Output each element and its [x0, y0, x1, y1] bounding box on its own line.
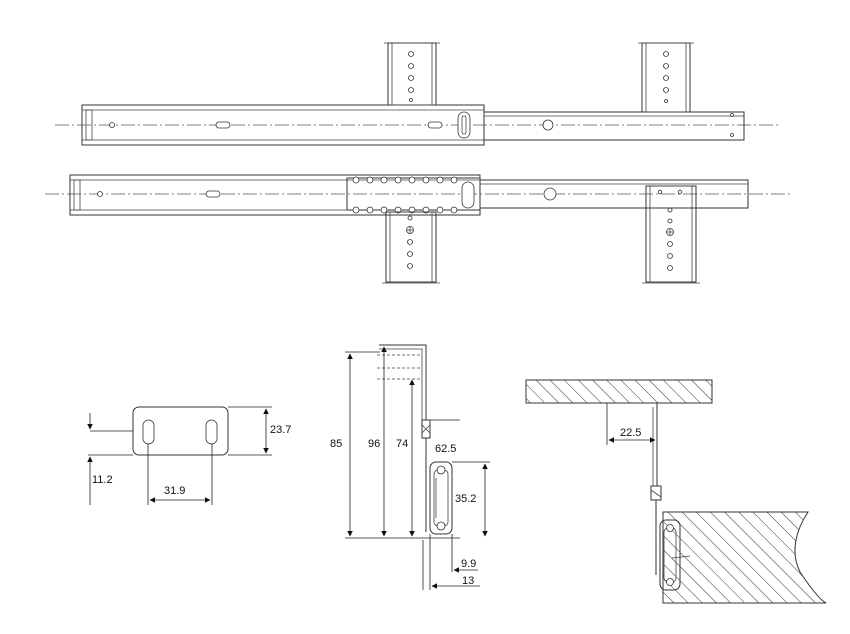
dim-bracket-offset: 11.2 — [92, 474, 113, 486]
bracket-bottom-left — [382, 211, 440, 284]
bracket-detail: 23.7 11.2 31.9 — [87, 406, 291, 505]
top-panel — [525, 379, 713, 404]
bracket-bottom-right — [642, 185, 700, 284]
bracket-top-left — [384, 42, 440, 106]
slot-hole — [142, 419, 155, 445]
slot-hole — [205, 419, 218, 445]
dim-13: 13 — [462, 575, 474, 587]
outer-rail — [69, 174, 481, 216]
side-panel — [662, 511, 827, 604]
inner-rail — [483, 111, 745, 141]
dim-35-2: 35.2 — [455, 493, 476, 505]
slide-front-view — [45, 174, 790, 284]
rail-profile — [429, 461, 453, 535]
bracket-profile — [609, 402, 658, 486]
bracket-top-right — [638, 42, 694, 113]
slide-top-view — [55, 42, 780, 146]
dim-9-9: 9.9 — [461, 558, 476, 570]
dim-62-5: 62.5 — [435, 443, 456, 455]
dim-hole-spacing: 31.9 — [164, 485, 185, 497]
bracket-profile — [379, 344, 427, 420]
rail-profile — [659, 519, 681, 591]
dim-85: 85 — [330, 438, 342, 450]
dim-74: 74 — [396, 438, 408, 450]
dim-22-5: 22.5 — [620, 427, 641, 439]
dim-bracket-height: 23.7 — [270, 424, 291, 436]
installation-view: 22.5 — [525, 379, 827, 604]
dim-96: 96 — [368, 438, 380, 450]
side-section: 85 96 74 62.5 35.2 9.9 13 — [330, 344, 490, 590]
